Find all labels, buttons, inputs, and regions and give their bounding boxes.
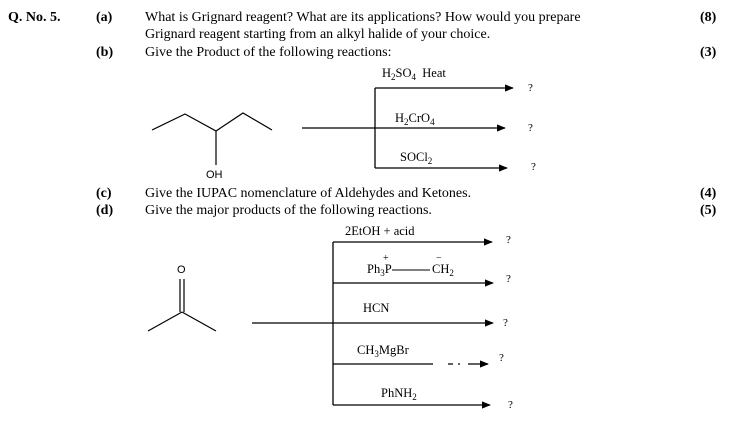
reaction-d-arrows bbox=[252, 238, 494, 409]
reagent-h2cro4: H2CrO4 bbox=[395, 111, 435, 127]
part-a-text-line2: Grignard reagent starting from an alkyl … bbox=[145, 27, 491, 42]
part-d-marks: (5) bbox=[700, 203, 717, 218]
part-c-text: Give the IUPAC nomenclature of Aldehydes… bbox=[145, 186, 472, 201]
part-d-label: (d) bbox=[96, 203, 114, 218]
part-a-text-line1: What is Grignard reagent? What are its a… bbox=[145, 10, 581, 25]
part-b-label: (b) bbox=[96, 45, 114, 60]
product-b-1: ? bbox=[528, 82, 533, 94]
product-d-3: ? bbox=[503, 317, 508, 329]
ylide-minus-charge: − bbox=[436, 253, 442, 264]
hydroxyl-label: OH bbox=[206, 169, 223, 181]
part-c-label: (c) bbox=[96, 186, 112, 201]
reagent-ch2: CH2 bbox=[432, 262, 454, 278]
product-b-3: ? bbox=[531, 161, 536, 173]
question-number: Q. No. 5. bbox=[8, 10, 61, 25]
reaction-b-arrows bbox=[302, 84, 514, 172]
part-c-marks: (4) bbox=[700, 186, 717, 201]
structure-pentan-3-ol bbox=[151, 112, 273, 165]
carbonyl-oxygen-label: O bbox=[177, 264, 186, 276]
reagent-ch3mgbr: CH3MgBr bbox=[357, 343, 409, 359]
product-d-2: ? bbox=[506, 273, 511, 285]
product-d-1: ? bbox=[506, 234, 511, 246]
ylide-plus-charge: + bbox=[383, 253, 389, 264]
product-d-5: ? bbox=[508, 399, 513, 411]
part-b-text: Give the Product of the following reacti… bbox=[145, 45, 392, 60]
reagent-phnh2: PhNH2 bbox=[381, 386, 417, 402]
reagent-hcn: HCN bbox=[363, 301, 390, 315]
product-b-2: ? bbox=[528, 122, 533, 134]
reagent-h2so4-heat: H2SO4 Heat bbox=[382, 66, 446, 82]
structure-acetone bbox=[147, 279, 217, 332]
part-a-label: (a) bbox=[96, 10, 113, 25]
part-a-marks: (8) bbox=[700, 10, 717, 25]
product-d-4: ? bbox=[499, 352, 504, 364]
reagent-socl2: SOCl2 bbox=[400, 150, 433, 166]
part-d-text: Give the major products of the following… bbox=[145, 203, 432, 218]
part-b-marks: (3) bbox=[700, 45, 717, 60]
reagent-2etoh-acid: 2EtOH + acid bbox=[345, 224, 415, 238]
reagent-ph3p: Ph3P bbox=[367, 262, 392, 278]
